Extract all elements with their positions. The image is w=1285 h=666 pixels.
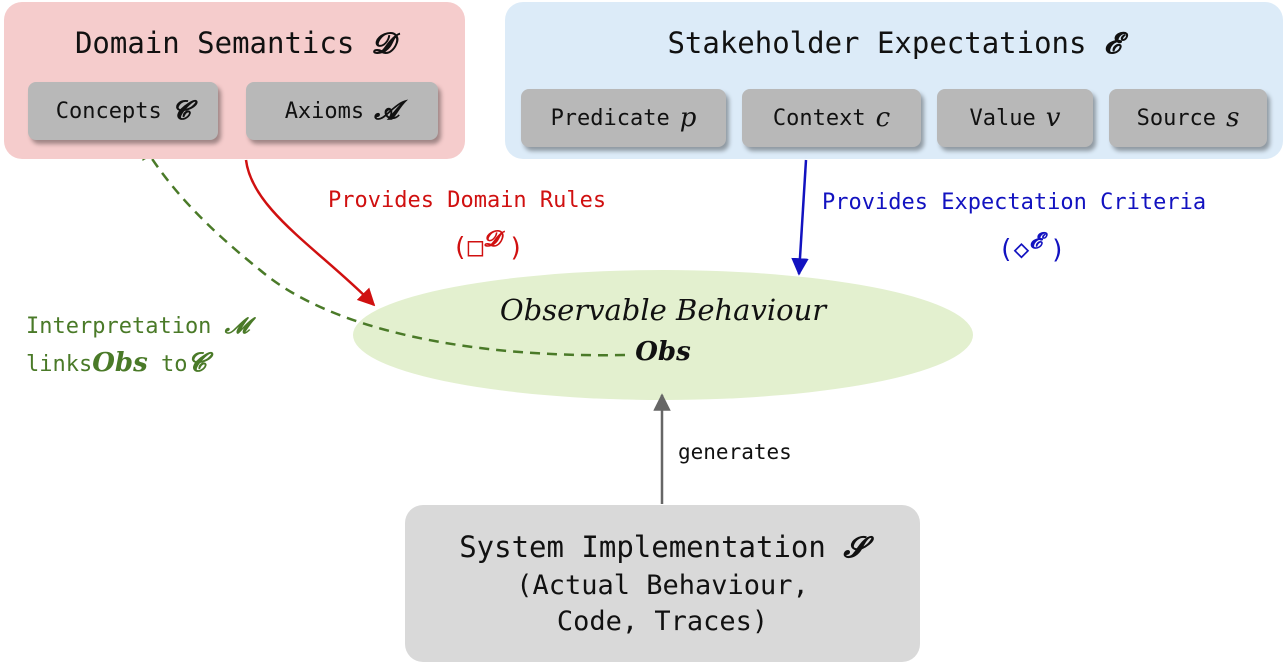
axioms-symbol: 𝓐 <box>374 95 400 126</box>
system-symbol: 𝓢 <box>843 530 866 564</box>
predicate-symbol: p <box>679 103 697 133</box>
system-subtitle-line1: (Actual Behaviour, <box>516 570 809 601</box>
domain-rules-symbol: 𝓓 <box>483 226 501 252</box>
axioms-chip: Axioms 𝓐 <box>246 82 438 140</box>
interpretation-label: Interpretation 𝓜 <box>26 313 249 339</box>
domain-symbol: 𝓓 <box>371 26 395 60</box>
predicate-chip: Predicate p <box>521 89 726 147</box>
predicate-label: Predicate <box>550 105 670 131</box>
links-concept-symbol: 𝓒 <box>187 348 206 378</box>
box-operator: (□ <box>452 232 484 263</box>
context-symbol: c <box>875 103 891 133</box>
domain-semantics-title: Domain Semantics 𝓓 <box>4 26 465 61</box>
expectation-criteria-symbol: 𝓔 <box>1029 228 1042 254</box>
expectation-criteria-close: ) <box>1049 234 1066 265</box>
context-label: Context <box>772 105 866 131</box>
expectations-symbol: 𝓔 <box>1103 26 1121 60</box>
interpretation-symbol: 𝓜 <box>224 313 250 339</box>
source-symbol: s <box>1226 103 1240 133</box>
value-label: Value <box>969 105 1036 131</box>
domain-rules-arrow <box>244 159 376 307</box>
source-chip: Source s <box>1109 89 1267 147</box>
links-word: links <box>26 352 93 377</box>
value-symbol: v <box>1045 103 1061 133</box>
interpretation-arrow <box>140 141 626 357</box>
system-subtitle-line2: Code, Traces) <box>556 606 769 637</box>
domain-rules-formula: (□𝓓) <box>452 226 524 263</box>
system-implementation-label: System Implementation <box>459 530 826 564</box>
stakeholder-expectations-title: Stakeholder Expectations 𝓔 <box>505 26 1283 61</box>
interpretation-links-label: linksObs to𝓒 <box>26 348 206 379</box>
expectation-criteria-formula: (◇𝓔) <box>998 228 1066 265</box>
source-label: Source <box>1136 105 1217 131</box>
system-implementation-panel <box>405 505 920 662</box>
domain-rules-label: Provides Domain Rules <box>328 188 607 213</box>
axioms-label: Axioms <box>284 98 365 124</box>
expectation-criteria-label: Provides Expectation Criteria <box>822 190 1207 215</box>
domain-semantics-label: Domain Semantics <box>74 26 355 60</box>
interpretation-word: Interpretation <box>26 314 212 339</box>
links-obs-symbol: Obs <box>92 348 148 378</box>
context-chip: Context c <box>742 89 921 147</box>
concepts-chip: Concepts 𝓒 <box>28 82 218 140</box>
observable-behaviour-ellipse <box>353 270 973 400</box>
expectation-criteria-arrow <box>791 159 809 276</box>
domain-rules-close: ) <box>508 232 524 263</box>
diamond-operator: (◇ <box>998 234 1030 265</box>
generates-label: generates <box>678 440 792 464</box>
obs-symbol: Obs <box>635 337 691 367</box>
concepts-symbol: 𝓒 <box>171 95 191 126</box>
observable-behaviour-title: Observable Behaviour <box>499 293 827 327</box>
concepts-label: Concepts <box>55 98 162 124</box>
to-word: to <box>160 352 188 377</box>
stakeholder-expectations-label: Stakeholder Expectations <box>667 26 1087 60</box>
system-implementation-title: System Implementation 𝓢 <box>405 530 920 565</box>
value-chip: Value v <box>937 89 1093 147</box>
